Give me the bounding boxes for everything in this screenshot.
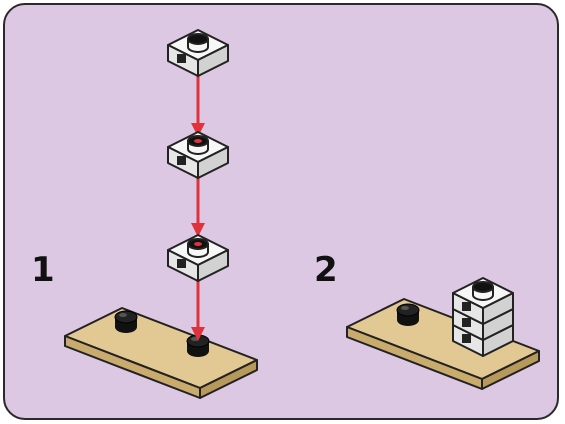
brick-1 (167, 29, 229, 77)
down-arrow-icon (191, 71, 205, 341)
base-plate (346, 298, 540, 390)
base-stud-left (114, 310, 138, 333)
instruction-illustration (64, 29, 540, 399)
step-1-illustration (64, 29, 258, 399)
step-number-1: 1 (31, 250, 55, 290)
step-2-illustration (346, 277, 540, 390)
step-number-2: 2 (314, 250, 338, 290)
base-stud-left (396, 303, 420, 326)
brick-3 (167, 234, 229, 282)
stacked-bricks (452, 277, 514, 357)
brick-2 (167, 131, 229, 179)
base-plate (64, 307, 258, 399)
instruction-panel: 1 2 (3, 3, 559, 420)
